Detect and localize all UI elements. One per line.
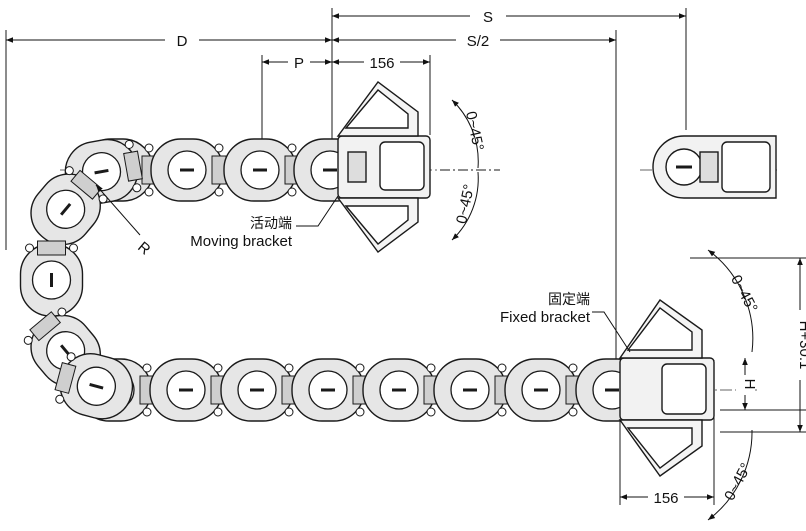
- dim-s-half: S/2: [467, 33, 490, 50]
- angle-moving-upper: 0~45°: [462, 110, 487, 152]
- fixed-bracket-label-en: Fixed bracket: [500, 309, 591, 326]
- chain-link-bend: [30, 166, 108, 246]
- chain-link-bottom: [291, 358, 368, 422]
- chain-link-bottom: [504, 358, 581, 422]
- moving-bracket: [336, 81, 431, 253]
- chain-bottom-run: [78, 358, 652, 422]
- fixed-bracket-label-cn: 固定端: [548, 291, 590, 307]
- end-link-top-right: [652, 135, 777, 199]
- chain-link-bend: [19, 240, 84, 317]
- dim-156-top: 156: [369, 55, 394, 72]
- chain-link-bend: [54, 352, 134, 420]
- chain-bend: [19, 138, 143, 420]
- moving-bracket-label-en: Moving bracket: [190, 233, 293, 250]
- moving-bracket-label-cn: 活动端: [250, 215, 292, 231]
- dim-d: D: [177, 33, 188, 50]
- chain-link-top: [150, 138, 227, 202]
- dim-h-total: H+30.1: [796, 321, 806, 370]
- fixed-bracket: [618, 299, 715, 477]
- dim-s: S: [483, 9, 493, 26]
- dim-r: R: [134, 239, 153, 259]
- angle-fixed-upper: 0~45°: [727, 272, 761, 315]
- angle-fixed-lower: 0~45°: [721, 460, 755, 503]
- leader-lines: [296, 195, 631, 353]
- chain-link-top: [223, 138, 300, 202]
- chain-link-bottom: [149, 358, 226, 422]
- chain-link-bottom: [433, 358, 510, 422]
- chain-link-bottom: [220, 358, 297, 422]
- dim-156-bottom: 156: [653, 490, 678, 507]
- dim-h: H: [741, 379, 758, 390]
- chain-link-bottom: [362, 358, 439, 422]
- dimension-text: S D S/2 P 156 156 H H+30.1 R 0~45° 0~45°…: [134, 7, 806, 507]
- bracket-labels: 活动端 Moving bracket 固定端 Fixed bracket: [190, 215, 591, 326]
- dim-p: P: [294, 55, 304, 72]
